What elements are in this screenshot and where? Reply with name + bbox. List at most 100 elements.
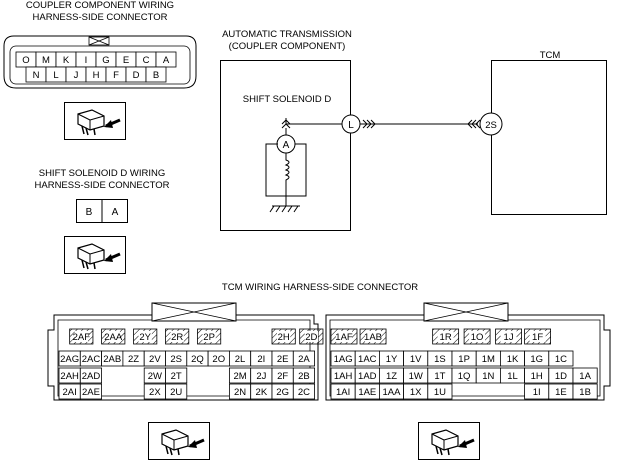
coupler-connector-view-icon — [64, 102, 126, 140]
pin-label-bg — [437, 331, 454, 342]
pin-2s-circle — [479, 112, 503, 136]
pin-label: 2P — [203, 332, 215, 343]
pin-cell — [292, 383, 316, 400]
pin-label: 2V — [149, 354, 161, 365]
pin-cell — [165, 383, 188, 400]
pin-label: 1S — [434, 354, 446, 365]
pin-label: 2AF — [73, 332, 91, 343]
pin-label-bg — [469, 331, 486, 342]
pin-label: 2N — [234, 387, 246, 398]
pin-label: 1Z — [386, 371, 397, 382]
shift-pin-b: B — [86, 207, 93, 218]
automatic-transmission-title-line1: AUTOMATIC TRANSMISSION — [222, 29, 352, 40]
pin-label: E — [123, 55, 129, 66]
pin-label: 2O — [212, 354, 225, 365]
pin-label: 2E — [277, 354, 289, 365]
pin-label-bg — [365, 331, 382, 342]
tcm-label: TCM — [539, 50, 561, 61]
pin-label: C — [143, 55, 150, 66]
pin-label: 2AH — [60, 371, 79, 382]
pin-label: 2AB — [103, 354, 121, 365]
pin-cell — [427, 383, 453, 400]
tcm-right-view-icon — [418, 422, 480, 460]
pin-label: 1M — [482, 354, 495, 365]
pin-label: 2W — [148, 371, 162, 382]
automatic-transmission-title-line2: (COUPLER COMPONENT) — [228, 41, 346, 52]
pin-label: 2R — [171, 332, 183, 343]
shift-connector-view-icon — [64, 236, 126, 274]
pin-label: 1AB — [364, 332, 382, 343]
pin-label: 1N — [482, 371, 494, 382]
pin-label: 1I — [533, 387, 541, 398]
pin-label-bg — [529, 331, 546, 342]
pin-label: O — [22, 55, 29, 66]
wiring-schematic: A L 2S — [220, 60, 607, 231]
pin-cell — [292, 367, 316, 384]
pin-label: 2F — [277, 371, 288, 382]
shift-connector-title-line2: HARNESS-SIDE CONNECTOR — [34, 180, 170, 191]
pin-label: 1K — [507, 354, 519, 365]
pin-label: 1AE — [358, 387, 376, 398]
pin-label: 2D — [305, 332, 317, 343]
pin-label: 1AG — [334, 354, 353, 365]
pin-cell — [572, 367, 598, 384]
pin-label: D — [133, 70, 140, 81]
pin-label: 2K — [256, 387, 268, 398]
pin-label: 2C — [298, 387, 310, 398]
pin-label: 1P — [458, 354, 470, 365]
pin-cell — [145, 66, 167, 83]
pin-label: 1AD — [358, 371, 377, 382]
pin-label: 1Y — [386, 354, 398, 365]
pin-label: 2I — [257, 354, 265, 365]
pin-label: F — [113, 70, 119, 81]
pin-label: 1AC — [358, 354, 377, 365]
pin-label: G — [102, 55, 109, 66]
pin-label: 2AE — [82, 387, 100, 398]
pin-label: 2AI — [63, 387, 77, 398]
pin-label: 1A — [579, 371, 591, 382]
pin-label: 2A — [298, 354, 310, 365]
pin-label: 2S — [170, 354, 182, 365]
pin-label: 1T — [434, 371, 445, 382]
pin-label: 1AA — [383, 387, 402, 398]
pin-cell — [79, 367, 102, 384]
shift-solenoid-d-label: SHIFT SOLENOID D — [242, 94, 332, 105]
pin-label-bg — [304, 331, 318, 342]
pin-label: 1X — [410, 387, 422, 398]
pin-label: 1O — [471, 332, 484, 343]
pin-2s-label: 2S — [485, 120, 497, 131]
tcm-left-view-icon — [148, 422, 210, 460]
pin-label: 1U — [434, 387, 446, 398]
pin-label: 1H — [531, 371, 543, 382]
pin-label: 1F — [532, 332, 543, 343]
pin-label: 1C — [555, 354, 567, 365]
coupler-connector-title-line1: COUPLER COMPONENT WIRING — [25, 0, 175, 11]
pin-cell — [165, 367, 188, 384]
pin-label: 2Y — [139, 332, 151, 343]
pin-label: 2X — [149, 387, 161, 398]
pin-label: 1B — [579, 387, 591, 398]
coupler-connector-title-line2: HARNESS-SIDE CONNECTOR — [32, 12, 168, 23]
pin-a-label: A — [283, 140, 290, 151]
pin-label: 1V — [410, 354, 422, 365]
pin-label: J — [74, 70, 79, 81]
shift-connector-title-line1: SHIFT SOLENOID D WIRING — [38, 168, 166, 179]
pin-label-bg — [138, 331, 152, 342]
pin-label: 2AC — [82, 354, 101, 365]
shift-pin-a: A — [112, 207, 119, 218]
pin-label: K — [63, 55, 70, 66]
pin-cell — [79, 383, 102, 400]
pin-label: 2AD — [82, 371, 101, 382]
pin-label: 2G — [276, 387, 289, 398]
pin-label: 1G — [530, 354, 543, 365]
pin-l-circle — [341, 114, 361, 134]
pin-label: 1D — [555, 371, 567, 382]
pin-label-bg — [202, 331, 216, 342]
pin-label: N — [33, 70, 40, 81]
shift-solenoid-connector: B A — [76, 199, 128, 223]
pin-label: M — [42, 55, 50, 66]
pin-label: 2AA — [104, 332, 123, 343]
pin-label-bg — [74, 331, 88, 342]
pin-label: 1L — [507, 371, 518, 382]
